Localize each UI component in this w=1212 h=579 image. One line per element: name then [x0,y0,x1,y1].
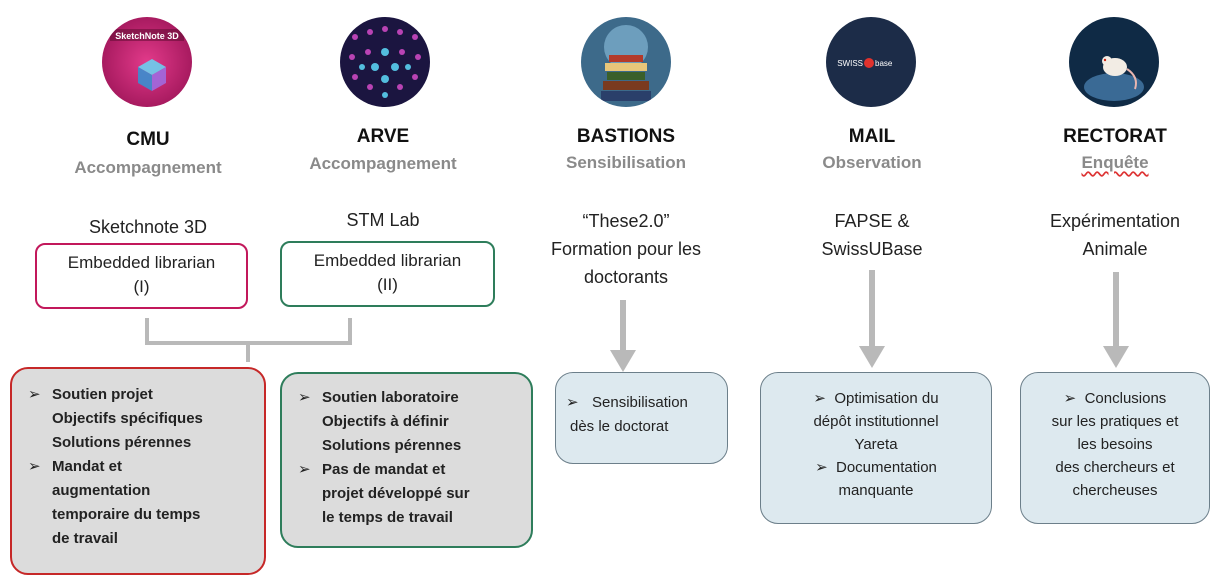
sketchnote-3d-image: SketchNote 3D [102,17,192,107]
item-line: des chercheurs et [1055,459,1175,476]
item-line: Documentation [836,459,937,476]
description-line: “These2.0” [582,211,670,231]
rectorat-outcome-box: ➢ Conclusions sur les pratiques et les b… [1020,372,1210,524]
pill-label: Embedded librarian [67,253,216,272]
list-item: ➢ Documentation manquante [767,456,985,502]
sketchnote-logo-text: SketchNote 3D [115,31,179,41]
lab-mouse-image [1069,17,1159,107]
pill-number: (II) [377,275,398,294]
bullet-arrow-icon: ➢ [298,389,311,406]
item-line: Soutien projet [52,386,153,403]
embedded-librarian-pill-cmu: Embedded librarian (I) [35,243,248,309]
description-bastions: “These2.0” Formation pour les doctorants [516,207,736,291]
arrow-down-bastions [610,300,636,372]
item-line: dès le doctorat [570,418,669,435]
item-line: Mandat et [52,458,123,475]
description-line: doctorants [583,267,669,287]
description-rectorat: Expérimentation Animale [1005,207,1212,263]
item-line: chercheuses [1072,482,1158,499]
column-subtitle-rectorat: Enquête [1081,153,1149,172]
column-title-mail: MAIL [848,126,896,147]
description-line: Expérimentation [1049,211,1181,231]
list-item: ➢ Soutien laboratoire Objectifs à défini… [298,386,521,458]
arrow-down-rectorat [1103,272,1129,368]
column-title-bastions: BASTIONS [576,126,676,147]
item-line: Solutions pérennes [322,437,462,454]
cmu-support-box: ➢ Soutien projet Objectifs spécifiques S… [10,367,266,575]
swiss-logo-text: SWISS [837,59,863,68]
column-subtitle-mail: Observation [822,153,922,172]
item-line: Soutien laboratoire [322,389,459,406]
column-title-arve: ARVE [356,126,410,147]
list-item: ➢ Soutien projet Objectifs spécifiques S… [28,383,254,455]
bullet-arrow-icon: ➢ [298,461,311,478]
item-line: temporaire du temps [52,506,201,523]
column-title-rectorat: RECTORAT [1063,126,1167,147]
description-line: Formation pour les [550,239,702,259]
arrow-down-mail [859,270,885,368]
bullet-arrow-icon: ➢ [566,394,579,411]
column-subtitle-bastions: Sensibilisation [566,153,686,172]
bullet-arrow-icon: ➢ [1063,390,1077,407]
column-subtitle-cmu: Accompagnement [74,158,222,177]
list-item: ➢ Sensibilisation [566,391,719,415]
item-line: dépôt institutionnel [813,413,939,430]
list-item: ➢ Mandat et augmentation temporaire du t… [28,455,254,551]
item-line: projet développé sur [322,485,470,502]
item-line: sur les pratiques et [1051,413,1179,430]
description-arve: STM Lab [346,210,420,230]
pill-number: (I) [133,277,150,296]
arve-support-box: ➢ Soutien laboratoire Objectifs à défini… [280,372,533,548]
item-line: manquante [838,482,914,499]
description-line: SwissUBase [821,239,923,259]
description-line: FAPSE & [834,211,910,231]
list-item: ➢ Pas de mandat et projet développé sur … [298,458,521,530]
bullet-arrow-icon: ➢ [815,459,828,476]
bastions-outcome-box: ➢ Sensibilisation dès le doctorat [555,372,728,464]
column-title-cmu: CMU [126,129,170,150]
network-sphere-image [340,17,430,107]
bracket-connector [145,318,352,345]
pill-label: Embedded librarian [313,251,462,270]
books-image [581,17,671,107]
item-line: augmentation [52,482,151,499]
swissubase-logo-image: SWISS base [826,17,916,107]
item-line: Objectifs à définir [322,413,449,430]
item-line: Objectifs spécifiques [52,410,203,427]
item-line: le temps de travail [322,509,453,526]
column-subtitle-arve: Accompagnement [309,154,457,173]
mail-outcome-box: ➢ Optimisation du dépôt institutionnel Y… [760,372,992,524]
item-line: Sensibilisation [592,394,688,411]
bullet-arrow-icon: ➢ [28,386,41,403]
base-logo-text: base [875,59,893,68]
item-line: Conclusions [1084,390,1167,407]
embedded-librarian-pill-arve: Embedded librarian (II) [280,241,495,307]
item-line: les besoins [1077,436,1153,453]
description-mail: FAPSE & SwissUBase [762,207,982,263]
list-item: ➢ Optimisation du dépôt institutionnel Y… [767,387,985,456]
description-cmu: Sketchnote 3D [88,217,208,237]
bullet-arrow-icon: ➢ [28,458,41,475]
item-line: Optimisation du [834,390,939,407]
bullet-arrow-icon: ➢ [813,390,826,407]
item-line: Solutions pérennes [52,434,192,451]
description-line: Animale [1082,239,1148,259]
item-line: Pas de mandat et [322,461,446,478]
item-line: Yareta [854,436,898,453]
item-line: de travail [52,530,118,547]
